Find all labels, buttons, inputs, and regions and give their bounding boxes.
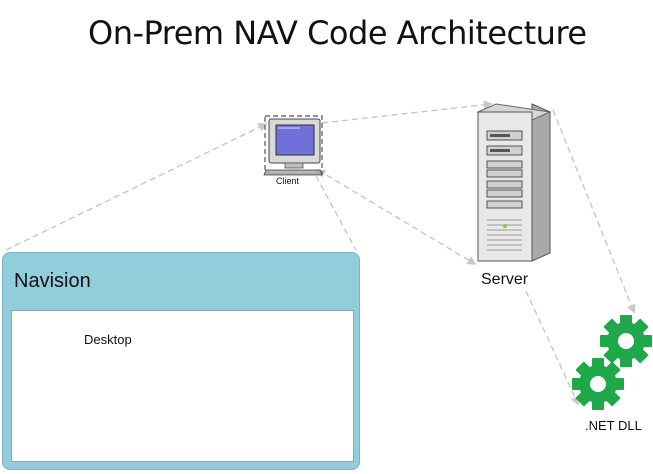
connector-client-server-bidirectional: [316, 169, 477, 265]
desktop-label: Desktop: [84, 332, 132, 347]
connector-server-to-gear-bottom: [525, 290, 580, 406]
gears-icon: [572, 315, 652, 410]
connector-client-to-server: [321, 100, 493, 124]
server-label: Server: [481, 271, 529, 288]
gear-top-icon: [600, 315, 652, 367]
navision-desktop-panel: Desktop: [11, 310, 354, 462]
connector-server-to-gear-top: [552, 109, 636, 314]
connectors: [5, 100, 636, 406]
dll-label: .NET DLL: [585, 418, 642, 433]
navision-window-title: Navision: [14, 270, 91, 292]
connector-client-to-navision: [315, 175, 357, 251]
page-title: On-Prem NAV Code Architecture: [88, 14, 587, 52]
navision-window: Navision Desktop: [2, 252, 360, 470]
gear-bottom-icon: [572, 358, 624, 410]
computer-icon: [263, 115, 323, 176]
connector-navision-to-client: [5, 123, 268, 251]
client-label: Client: [276, 176, 300, 186]
server-icon: [476, 103, 552, 262]
